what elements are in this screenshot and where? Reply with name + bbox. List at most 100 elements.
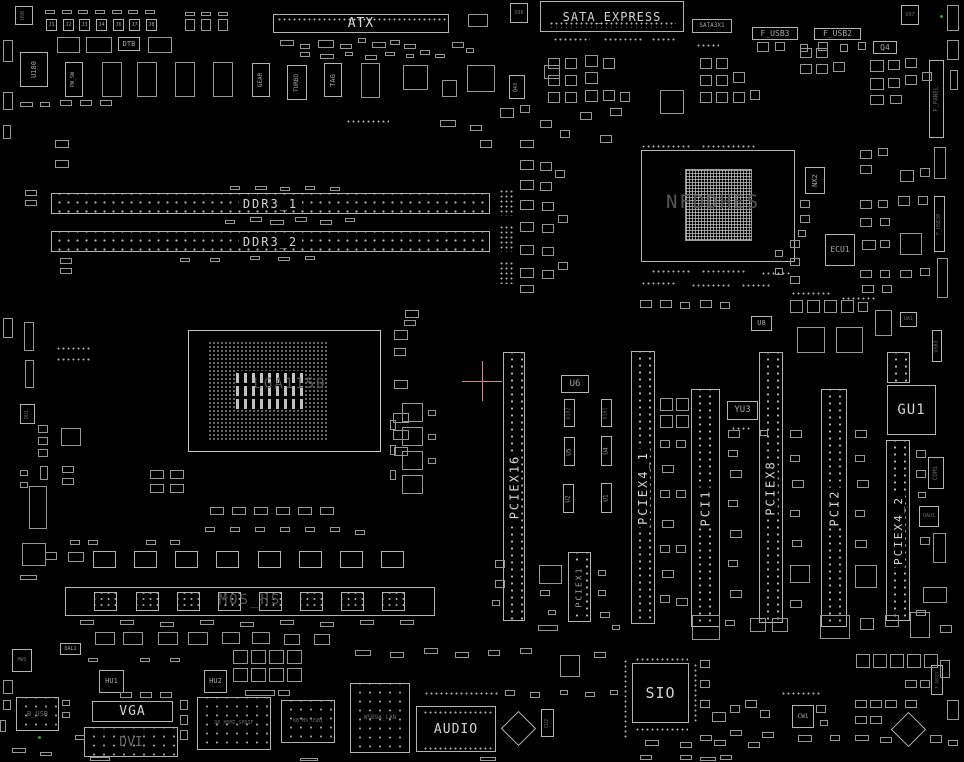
hu2-chip[interactable]: HU2 [204, 670, 227, 693]
component [716, 58, 728, 69]
u98-chip[interactable]: U98 [510, 3, 528, 23]
du1-chip[interactable]: DU1 [20, 404, 35, 424]
j1-header[interactable]: J1 [46, 19, 57, 31]
pciex4-2-slot[interactable]: PCIEX4_2 [886, 440, 910, 621]
ddr3-2-slot[interactable]: DDR3_2 [51, 231, 490, 252]
pciex4-1-slot[interactable]: PCIEX4_1 [631, 351, 655, 624]
vrm-mosfet[interactable] [341, 592, 364, 611]
j1-header-label: J1 [48, 21, 55, 28]
ua1-chip[interactable]: UA1 [900, 312, 917, 327]
vrm-choke[interactable] [216, 551, 239, 568]
vrm-mosfet[interactable] [218, 592, 241, 611]
u181-chip[interactable]: U181 [601, 399, 612, 427]
nb-bga-chip[interactable] [685, 169, 752, 241]
component [700, 700, 710, 708]
u182-chip[interactable]: U182 [564, 399, 575, 427]
vrm-mosfet[interactable] [177, 592, 200, 611]
ecu1-chip[interactable]: ECU1 [825, 234, 855, 266]
crystal-oscillator[interactable] [890, 711, 927, 748]
q43-chip[interactable]: Q43 [509, 75, 525, 99]
vrm-mosfet[interactable] [300, 592, 323, 611]
j7-header[interactable]: J7 [129, 19, 140, 31]
vga-connector[interactable]: VGA [92, 701, 173, 722]
mw3-chip[interactable]: MW3 [12, 649, 32, 672]
nb-outline[interactable] [641, 150, 795, 262]
u1-chip[interactable]: U1 [601, 483, 612, 513]
usb3-header[interactable]: USB3 [932, 330, 942, 362]
u180-chip[interactable]: U180 [20, 52, 48, 87]
pciex1-slot[interactable]: PCIEX1 [568, 552, 591, 622]
q4-chip[interactable]: Q4 [873, 41, 897, 54]
j6-header[interactable]: J6 [113, 19, 124, 31]
f-usb3-header[interactable]: F_USB3 [752, 27, 798, 40]
vrm-choke[interactable] [175, 551, 198, 568]
audio-connector[interactable]: AUDIO [416, 706, 496, 752]
vrm-choke[interactable] [299, 551, 322, 568]
vrm-choke[interactable] [93, 551, 116, 568]
pw-sw-button[interactable]: PW_SW [65, 62, 83, 97]
dp-hdmi-spdif-connector[interactable]: DP_HDMI_SPDIF [197, 697, 271, 750]
f-panel-header[interactable]: F_PANEL [929, 60, 944, 138]
u8-chip[interactable]: U8 [751, 316, 772, 331]
com1-header[interactable]: COM1 [928, 457, 944, 489]
cw1-chip[interactable]: CW1 [792, 705, 814, 728]
j2-header[interactable]: J2 [63, 19, 74, 31]
ddr3-1-slot[interactable]: DDR3_1 [51, 193, 490, 214]
sata3x1-connector[interactable]: SATA3X1 [692, 19, 732, 33]
u2-chip[interactable]: U2 [563, 484, 574, 513]
u5-chip[interactable]: U5 [564, 437, 575, 466]
cu2-chip[interactable]: CU2 [541, 709, 554, 737]
component [3, 125, 11, 139]
j4-header[interactable]: J4 [96, 19, 107, 31]
mos-hs-region[interactable] [65, 587, 435, 616]
pci2-slot[interactable]: PCI2 [821, 389, 847, 627]
kb-ms-usb1-connector[interactable]: KB_MS_USB1 [281, 700, 335, 743]
turbo-button[interactable]: TURBO [287, 65, 307, 100]
dtb-chip[interactable]: DTB [118, 37, 140, 51]
nx2-chip[interactable]: NX2 [805, 167, 825, 194]
component [530, 692, 540, 698]
f-usb30-header[interactable]: F_USB30 [934, 196, 945, 252]
component [185, 12, 195, 16]
vrm-choke[interactable] [340, 551, 363, 568]
wsb9a-lan-connector[interactable]: WSB9A_LAN [350, 683, 410, 753]
pci1-slot[interactable]: PCI1 [691, 389, 720, 627]
pciex8-slot[interactable]: PCIEX8 [759, 352, 783, 623]
vrm-mosfet[interactable] [136, 592, 159, 611]
atx-connector[interactable]: ATX [273, 14, 449, 33]
u1-chip-label: U1 [602, 494, 610, 502]
oau1-chip[interactable]: OAU1 [919, 506, 939, 527]
hu1-chip[interactable]: HU1 [99, 670, 124, 693]
u97-chip[interactable]: U97 [901, 5, 919, 25]
u4-chip[interactable]: U4 [601, 436, 612, 466]
cpu-socket[interactable] [188, 330, 381, 452]
sio-chip[interactable]: SIO [632, 663, 689, 723]
component [520, 160, 534, 170]
vrm-mosfet[interactable] [94, 592, 117, 611]
vrm-mosfet[interactable] [382, 592, 405, 611]
yu3-chip[interactable]: YU3 [727, 401, 758, 420]
pw-sw-button-label: PW_SW [70, 71, 77, 88]
b-usb-connector[interactable]: B_USB [16, 697, 59, 731]
j8-header[interactable]: J8 [146, 19, 157, 31]
vrm-choke[interactable] [134, 551, 157, 568]
crystal-oscillator[interactable] [500, 710, 537, 747]
vrm-mosfet[interactable] [259, 592, 282, 611]
dal1-chip[interactable]: DAL1 [60, 643, 81, 655]
j3-header[interactable]: J3 [79, 19, 90, 31]
vrm-choke[interactable] [381, 551, 404, 568]
component [540, 590, 550, 596]
dvi-connector[interactable]: DVI [84, 727, 178, 757]
pciex16-slot[interactable]: PCIEX16 [503, 352, 525, 621]
vrm-choke[interactable] [258, 551, 281, 568]
pciex4-2-top-segment[interactable] [887, 352, 910, 383]
j8-header-label: J8 [148, 21, 155, 28]
f-usb2-header[interactable]: F_USB2 [814, 28, 861, 40]
tag-chip[interactable]: TAG [324, 63, 342, 97]
u6-chip[interactable]: U6 [561, 375, 589, 393]
sata-express-connector[interactable]: SATA_EXPRESS [540, 1, 684, 32]
component [660, 300, 672, 308]
gu1-chip[interactable]: GU1 [887, 385, 936, 435]
gear-button[interactable]: GEAR [252, 63, 270, 97]
u90-chip[interactable]: U90 [15, 6, 33, 25]
